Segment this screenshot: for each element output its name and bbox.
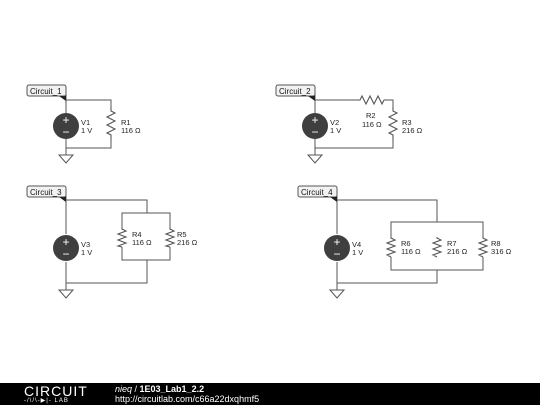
source-value: 1 V <box>81 248 92 257</box>
resistor-r2-symbol[interactable] <box>356 94 385 106</box>
ground-icon <box>57 154 75 164</box>
svg-text:−: − <box>62 247 69 261</box>
source-value: 1 V <box>330 126 341 135</box>
ground-icon <box>306 154 324 164</box>
circuitlab-logo-sub: -/\/\-▶|- LAB <box>24 397 69 404</box>
net-label-circuit-4[interactable]: Circuit_4 <box>297 185 338 202</box>
voltage-source-v1-symbol[interactable]: + − <box>53 113 79 139</box>
resistor-r8-symbol[interactable] <box>477 237 489 258</box>
resistor-r4-symbol[interactable] <box>116 228 128 248</box>
resistor-value: 116 Ω <box>401 247 421 256</box>
svg-text:−: − <box>333 247 340 261</box>
source-name: V4 <box>352 240 361 249</box>
svg-text:Circuit_4: Circuit_4 <box>301 188 333 197</box>
resistor-r7-symbol[interactable] <box>431 237 443 258</box>
voltage-source-v2-symbol[interactable]: + − <box>302 113 328 139</box>
voltage-source-v4-symbol[interactable]: + − <box>324 235 350 261</box>
author-name[interactable]: nieq <box>115 384 133 394</box>
footer-bar: CIRCUIT -/\/\-▶|- LAB nieq / 1E03_Lab1_2… <box>0 383 540 405</box>
source-name: V2 <box>330 118 339 127</box>
svg-text:Circuit_2: Circuit_2 <box>279 87 311 96</box>
resistor-value: 216 Ω <box>447 247 468 256</box>
resistor-name: R7 <box>447 239 457 248</box>
source-value: 1 V <box>352 248 363 257</box>
source-name: V3 <box>81 240 90 249</box>
ground-icon <box>57 289 75 299</box>
svg-text:+: + <box>333 235 340 249</box>
net-label-circuit-1[interactable]: Circuit_1 <box>26 84 67 101</box>
resistor-name: R5 <box>177 230 187 239</box>
resistor-r5-symbol[interactable] <box>164 228 176 248</box>
net-label-circuit-2[interactable]: Circuit_2 <box>275 84 316 101</box>
resistor-r3-symbol[interactable] <box>387 107 399 140</box>
ground-icon <box>328 289 346 299</box>
resistor-value: 116 Ω <box>121 126 141 135</box>
path-separator: / <box>132 384 140 394</box>
logo-sub-text: LAB <box>54 398 69 404</box>
svg-text:+: + <box>62 235 69 249</box>
resistor-value: 316 Ω <box>491 247 512 256</box>
circuitlab-logo[interactable]: CIRCUIT <box>24 383 88 399</box>
circuit-title[interactable]: 1E03_Lab1_2.2 <box>139 384 205 394</box>
resistor-r1-symbol[interactable] <box>105 107 117 140</box>
resistor-name: R4 <box>132 230 142 239</box>
resistor-name: R1 <box>121 118 131 127</box>
resistor-value: 216 Ω <box>402 126 423 135</box>
svg-text:−: − <box>311 125 318 139</box>
svg-text:Circuit_1: Circuit_1 <box>30 87 62 96</box>
circuit-4-wires <box>336 196 484 290</box>
resistor-value: 116 Ω <box>362 120 382 129</box>
resistor-value: 216 Ω <box>177 238 198 247</box>
svg-text:+: + <box>62 113 69 127</box>
resistor-value: 116 Ω <box>132 238 152 247</box>
logo-zigzag-icon: -/\/\-▶|- <box>24 398 52 404</box>
resistor-r6-symbol[interactable] <box>385 237 397 258</box>
circuit-url-link[interactable]: http://circuitlab.com/c66a22dxqhmf5 <box>115 394 260 404</box>
voltage-source-v3-symbol[interactable]: + − <box>53 235 79 261</box>
net-label-circuit-3[interactable]: Circuit_3 <box>26 185 67 202</box>
resistor-name: R6 <box>401 239 411 248</box>
circuit-meta: nieq / 1E03_Lab1_2.2 http://circuitlab.c… <box>115 384 259 404</box>
resistor-name: R8 <box>491 239 501 248</box>
schematic-canvas: + − + − + − + − Circuit_1 Circuit_2 Circ… <box>26 84 512 299</box>
svg-text:Circuit_3: Circuit_3 <box>30 188 62 197</box>
circuit-3-wires <box>65 196 171 290</box>
resistor-name: R2 <box>366 111 376 120</box>
resistor-name: R3 <box>402 118 412 127</box>
source-name: V1 <box>81 118 90 127</box>
source-value: 1 V <box>81 126 92 135</box>
svg-text:+: + <box>311 113 318 127</box>
svg-text:−: − <box>62 125 69 139</box>
